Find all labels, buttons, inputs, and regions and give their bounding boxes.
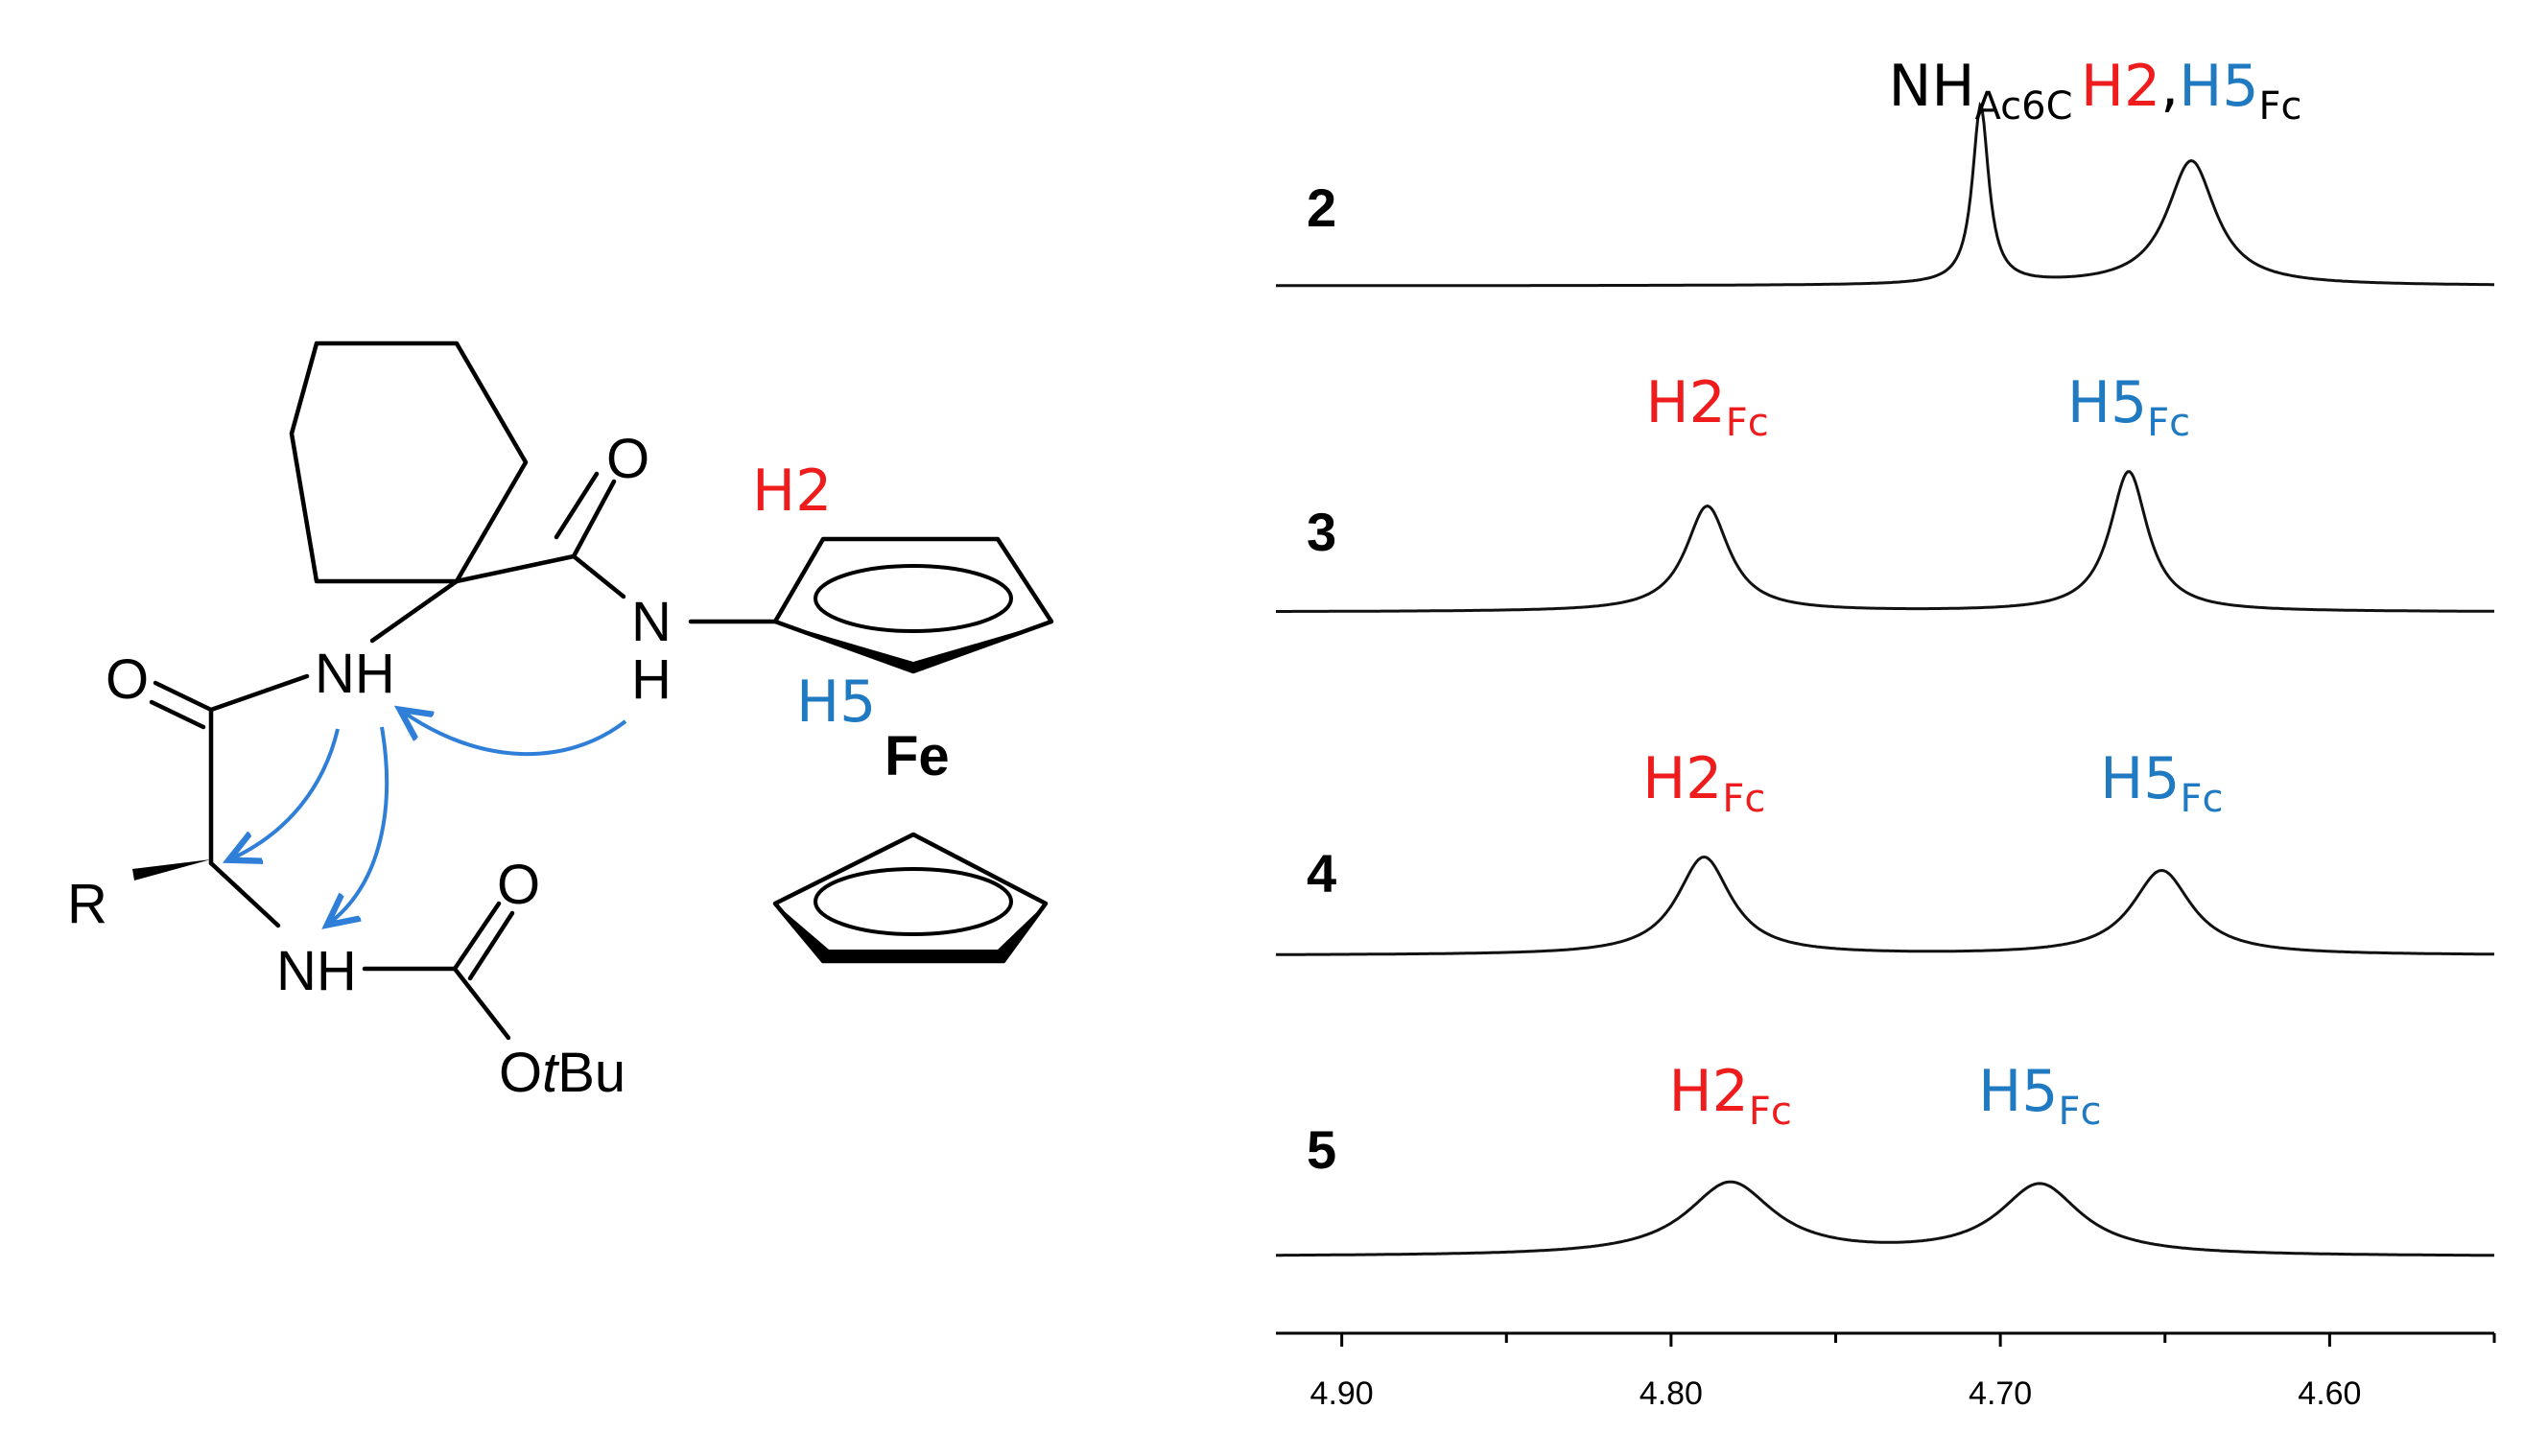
molecule-structure: O N H O NH R NH O OtBu Fe H2 H5 — [67, 341, 1054, 1104]
cyclohexane-ring — [289, 341, 529, 584]
atom-otbu: OtBu — [499, 1042, 625, 1104]
bond-co-top-2 — [554, 471, 600, 540]
peak-label-part: H2 — [1646, 369, 1726, 436]
bond-nh-carbonyl — [208, 673, 310, 713]
cp-ring-lower-front-edge — [775, 904, 1046, 961]
atom-otbu-t: t — [542, 1042, 560, 1104]
peak-label-part: H5 — [1978, 1058, 2058, 1125]
bond-co-top-1 — [571, 479, 617, 559]
peak-label-part: H2 — [1669, 1058, 1749, 1125]
bond-co-left-1 — [153, 680, 214, 713]
peak-label-part: H2 — [2081, 53, 2160, 120]
peak-label-part: Fc — [2180, 777, 2223, 821]
bond-carbonyl-n — [571, 553, 626, 599]
peak-label-4-2: H5Fc — [2100, 745, 2223, 821]
compound-number-2: 2 — [1307, 177, 1336, 238]
spectrum-trace-3 — [1276, 470, 2494, 613]
axis-tick-label: 4.80 — [1640, 1375, 1703, 1412]
peak-label-2-1: NHAc6C — [1889, 53, 2073, 129]
peak-label-part: Fc — [2147, 401, 2190, 445]
atom-o-boc: O — [497, 854, 540, 916]
peak-label-3-2: H5Fc — [2067, 369, 2190, 445]
spectrum-trace-5 — [1276, 1180, 2494, 1257]
peak-label-part: Fc — [1726, 401, 1769, 445]
bond-cq-nh — [369, 578, 460, 644]
compound-number-5: 5 — [1307, 1119, 1336, 1180]
label-h5: H5 — [796, 669, 876, 736]
peak-label-part: Fc — [1749, 1090, 1792, 1134]
atom-nh-boc: NH — [276, 940, 357, 1002]
peak-label-4-1: H2Fc — [1642, 745, 1765, 821]
axis-tick-label: 4.60 — [2298, 1375, 2361, 1412]
atom-r-group: R — [67, 873, 107, 935]
label-h2: H2 — [752, 458, 832, 525]
bond-boc-c-o — [452, 966, 511, 1041]
cp-ring-upper-aromatic — [814, 564, 1013, 633]
atom-o-left: O — [106, 648, 149, 711]
bond-calpha-nhboc — [208, 860, 281, 928]
peak-label-part: H5 — [2067, 369, 2147, 436]
wedge-bond-r — [132, 859, 211, 881]
ppm-axis: 4.90 4.80 4.70 4.60 — [1276, 1331, 2496, 1412]
atom-h-amide: H — [631, 648, 672, 711]
peak-label-part: H5 — [2179, 53, 2258, 120]
noe-arrow-nh-nhboc — [330, 726, 389, 923]
bond-co-left-2 — [149, 699, 206, 730]
peak-label-5-2: H5Fc — [1978, 1058, 2101, 1134]
noe-arrows — [232, 712, 627, 923]
peak-label-part: H2 — [1642, 745, 1722, 812]
noe-arrow-nh-calpha — [232, 728, 340, 858]
atom-otbu-bu: Bu — [557, 1042, 625, 1104]
bond-boc-co-2 — [467, 910, 515, 981]
spectrum-trace-2 — [1276, 102, 2494, 288]
atom-n-amide: N — [631, 591, 672, 653]
atom-fe: Fe — [885, 725, 950, 787]
bond-boc-co-1 — [452, 901, 502, 972]
peak-label-part: Fc — [2259, 84, 2302, 129]
cp-ring-upper-front-edge — [775, 622, 1051, 671]
axis-tick-label: 4.70 — [1969, 1375, 2032, 1412]
atom-nh-mid: NH — [315, 643, 395, 705]
peak-label-part: H5 — [2100, 745, 2180, 812]
peak-label-5-1: H2Fc — [1669, 1058, 1792, 1134]
cp-ring-lower-aromatic — [814, 867, 1013, 936]
spectrum-trace-4 — [1275, 855, 2494, 956]
peak-label-part: , — [2160, 53, 2179, 120]
atom-o-top: O — [606, 428, 649, 490]
peak-label-2-2: H2,H5Fc — [2081, 53, 2302, 129]
compound-number-3: 3 — [1307, 502, 1336, 562]
peak-label-part: Ac6C — [1975, 84, 2073, 129]
peak-label-part: Fc — [1722, 777, 1765, 821]
peak-label-3-1: H2Fc — [1646, 369, 1769, 445]
axis-tick-label: 4.90 — [1310, 1375, 1374, 1412]
compound-number-4: 4 — [1307, 843, 1336, 904]
noe-arrow-nh-ferrocenyl — [403, 712, 627, 757]
peak-label-part: NH — [1889, 53, 1975, 120]
atom-otbu-o: O — [499, 1042, 542, 1104]
bond-cq-carbonyl — [454, 553, 577, 584]
peak-label-part: Fc — [2058, 1090, 2101, 1134]
